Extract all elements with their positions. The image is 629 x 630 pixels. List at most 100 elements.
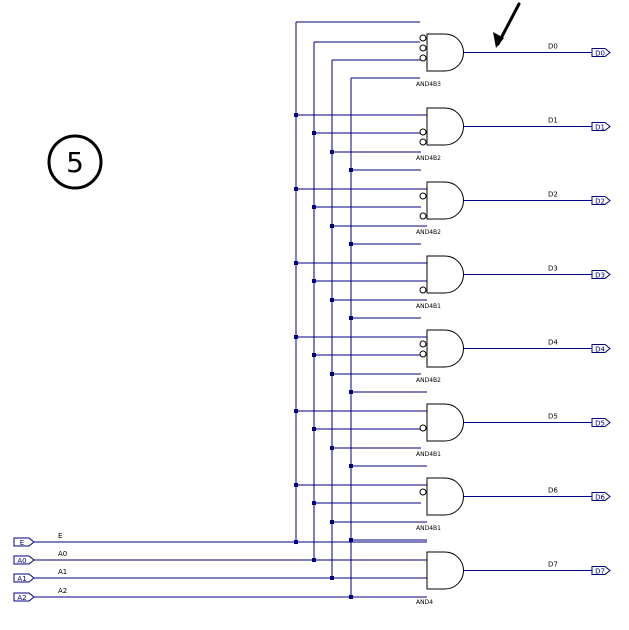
junction-dot xyxy=(349,595,353,599)
inversion-bubble xyxy=(419,424,427,432)
junction-dot xyxy=(294,261,298,265)
gate-type-label: AND4B1 xyxy=(416,451,441,458)
gate-type-label: AND4B2 xyxy=(416,155,441,162)
output-net-label: D7 xyxy=(548,561,558,569)
junction-dot xyxy=(349,390,353,394)
gate-type-label: AND4B1 xyxy=(416,525,441,532)
output-net-label: D3 xyxy=(548,265,558,273)
output-port-shape xyxy=(591,566,611,575)
output-port-shape xyxy=(591,418,611,427)
input-port-label: A0 xyxy=(17,557,26,565)
circled-number-text: 5 xyxy=(66,146,84,179)
input-port-shape xyxy=(13,555,35,565)
output-port-d0: D0 xyxy=(591,48,611,58)
circled-number: 5 xyxy=(47,134,103,190)
junction-layer xyxy=(294,113,353,599)
output-net-label: D1 xyxy=(548,117,558,125)
output-port-shape xyxy=(591,122,611,131)
output-net-label: D0 xyxy=(548,43,558,51)
input-port-label: A1 xyxy=(17,575,26,583)
junction-dot xyxy=(312,558,316,562)
and-gate-d1: AND4B2 D1 xyxy=(416,107,558,162)
inversion-bubble xyxy=(419,340,427,348)
annotation-arrow xyxy=(493,2,521,48)
junction-dot xyxy=(330,372,334,376)
junction-dot xyxy=(330,520,334,524)
gate-type-label: AND4B2 xyxy=(416,229,441,236)
inversion-bubble xyxy=(419,350,427,358)
arrowhead-icon xyxy=(493,32,504,48)
input-net-label: A0 xyxy=(58,550,67,558)
output-port-shape xyxy=(591,48,611,57)
output-net-label: D6 xyxy=(548,487,558,495)
junction-dot xyxy=(294,113,298,117)
inversion-bubble xyxy=(419,286,427,294)
inversion-bubble xyxy=(419,138,427,146)
and-gate-d4: AND4B2 D4 xyxy=(416,329,558,384)
input-port-label: E xyxy=(20,539,24,547)
output-port-d5: D5 xyxy=(591,418,611,428)
junction-dot xyxy=(349,464,353,468)
output-port-d4: D4 xyxy=(591,344,611,354)
gate-body xyxy=(426,477,464,516)
input-port-shape xyxy=(13,592,35,602)
input-net-label: E xyxy=(58,532,62,540)
gate-type-label: AND4B2 xyxy=(416,377,441,384)
gate-body xyxy=(426,255,464,294)
input-port-label: A2 xyxy=(17,594,26,602)
output-port-d6: D6 xyxy=(591,492,611,502)
inversion-bubble xyxy=(419,128,427,136)
output-port-label: D4 xyxy=(595,346,605,354)
wire-layer xyxy=(34,21,592,598)
gate-body xyxy=(426,181,464,220)
inversion-bubble xyxy=(419,44,427,52)
junction-dot xyxy=(330,224,334,228)
junction-dot xyxy=(312,279,316,283)
junction-dot xyxy=(312,353,316,357)
junction-dot xyxy=(330,576,334,580)
junction-dot xyxy=(312,427,316,431)
junction-dot xyxy=(294,187,298,191)
inversion-bubble xyxy=(419,192,427,200)
gate-type-label: AND4B1 xyxy=(416,303,441,310)
output-port-label: D3 xyxy=(595,272,605,280)
inversion-bubble xyxy=(419,212,427,220)
gate-layer: AND4B3D0AND4B2D1AND4B2D2AND4B1D3AND4B2D4… xyxy=(416,33,558,606)
output-port-d3: D3 xyxy=(591,270,611,280)
junction-dot xyxy=(312,131,316,135)
output-port-shape xyxy=(591,344,611,353)
input-net-label: A1 xyxy=(58,568,67,576)
input-net-label: A2 xyxy=(58,587,67,595)
output-port-d2: D2 xyxy=(591,196,611,206)
gate-body xyxy=(426,329,464,368)
gate-body xyxy=(426,403,464,442)
output-port-label: D5 xyxy=(595,420,605,428)
output-port-label: D7 xyxy=(595,568,605,576)
output-port-label: D2 xyxy=(595,198,605,206)
junction-dot xyxy=(349,168,353,172)
and-gate-d2: AND4B2 D2 xyxy=(416,181,558,236)
and-gate-d3: AND4B1 D3 xyxy=(416,255,558,310)
junction-dot xyxy=(294,335,298,339)
junction-dot xyxy=(330,446,334,450)
input-port-e: EE xyxy=(13,532,62,547)
output-port-shape xyxy=(591,270,611,279)
gate-body xyxy=(426,33,464,72)
junction-dot xyxy=(312,501,316,505)
output-net-label: D4 xyxy=(548,339,558,347)
junction-dot xyxy=(312,205,316,209)
junction-dot xyxy=(349,242,353,246)
output-net-label: D2 xyxy=(548,191,558,199)
junction-dot xyxy=(330,298,334,302)
inversion-bubble xyxy=(419,488,427,496)
output-port-shape xyxy=(591,492,611,501)
junction-dot xyxy=(294,409,298,413)
